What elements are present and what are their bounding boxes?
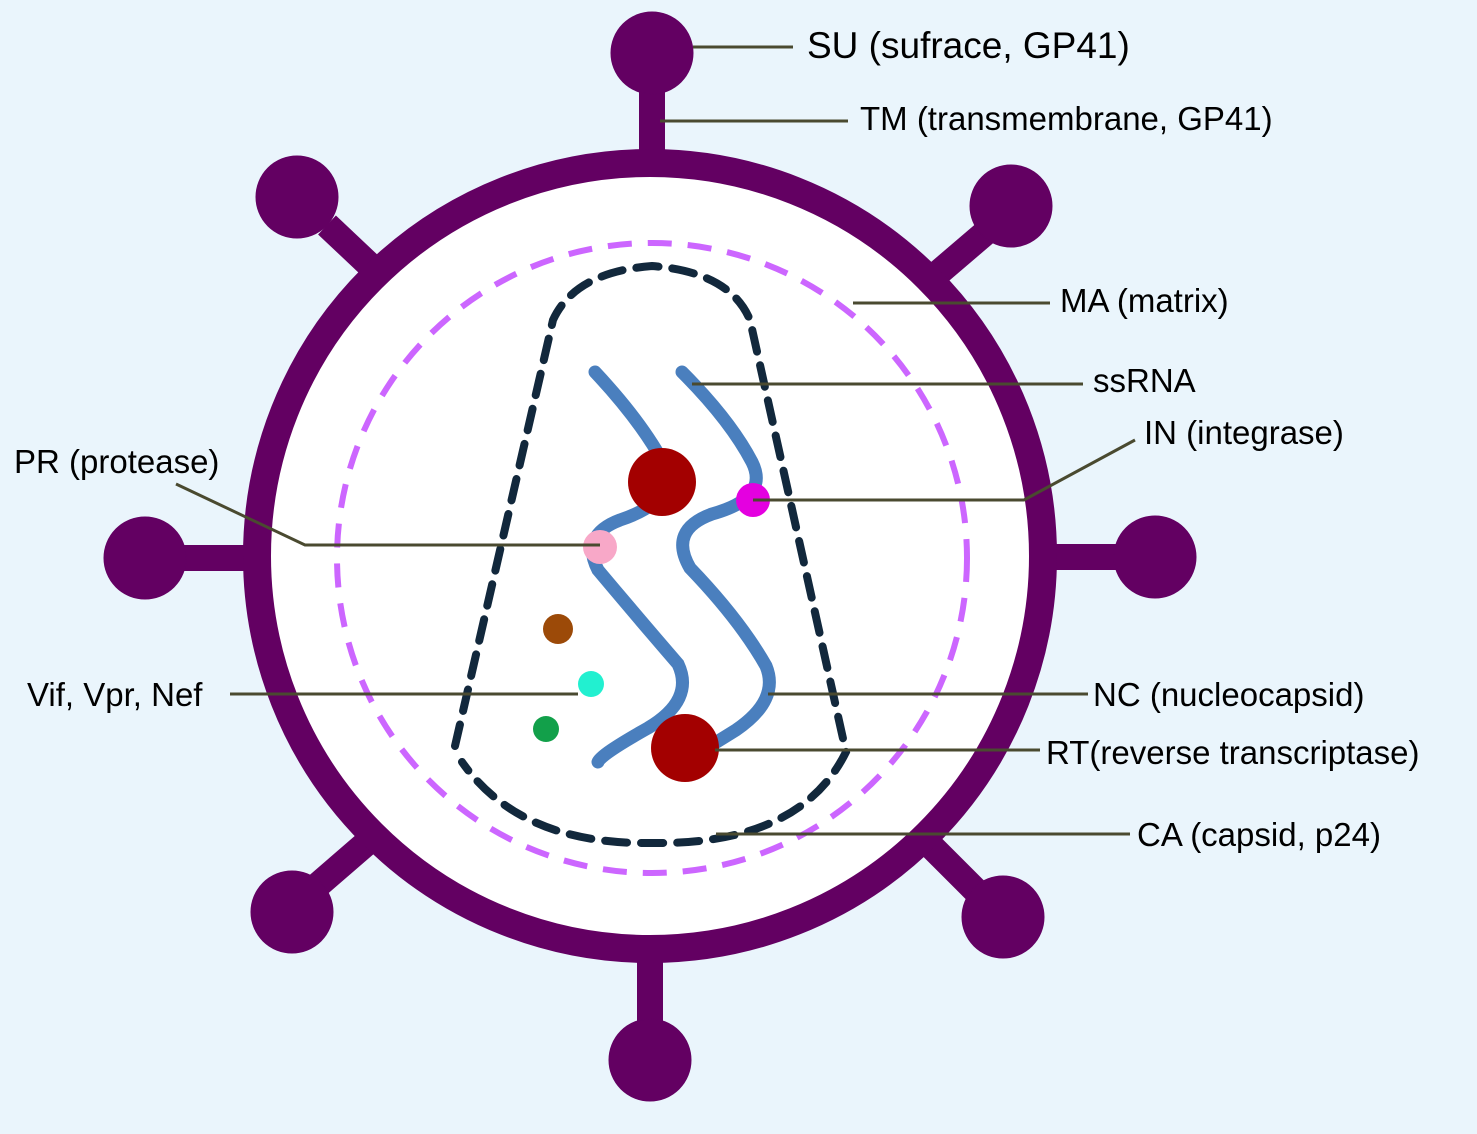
capsid-cone	[451, 261, 851, 848]
su-knob-top	[610, 11, 694, 95]
rt-enzyme-bottom	[651, 714, 719, 782]
su-knob-bottom-left	[250, 870, 334, 954]
label-su: SU (sufrace, GP41)	[807, 25, 1130, 66]
label-in: IN (integrase)	[1144, 414, 1344, 451]
rt-enzyme-top	[628, 448, 696, 516]
spike-stalk-bottom-right	[915, 830, 985, 900]
label-ma: MA (matrix)	[1060, 282, 1229, 319]
spike-stalk-bottom-left	[309, 830, 379, 895]
su-knob-top-right	[969, 164, 1053, 248]
su-knob-left	[103, 516, 187, 600]
label-tm: TM (transmembrane, GP41)	[860, 100, 1273, 137]
su-knob-bottom-right	[961, 875, 1045, 959]
label-ssrna: ssRNA	[1093, 362, 1196, 399]
leader-pr	[175, 482, 600, 547]
label-ca: CA (capsid, p24)	[1137, 816, 1381, 853]
vif-dot	[543, 614, 573, 644]
matrix-layer	[334, 240, 970, 876]
protease-dot	[583, 530, 617, 564]
su-knob-top-left	[255, 155, 339, 239]
label-rt: RT(reverse transcriptase)	[1046, 734, 1420, 771]
viral-envelope	[243, 149, 1057, 963]
su-knob-bottom	[608, 1018, 692, 1102]
nef-dot	[533, 716, 559, 742]
vpr-dot	[578, 671, 604, 697]
label-nc: NC (nucleocapsid)	[1093, 676, 1364, 713]
ssrna-strand-right	[675, 365, 776, 759]
envelope-spikes	[103, 11, 1197, 1102]
label-pr: PR (protease)	[14, 443, 219, 480]
leader-lines	[175, 45, 1136, 836]
leader-in	[753, 438, 1136, 502]
label-vif-vpr-nef: Vif, Vpr, Nef	[27, 676, 203, 713]
su-knob-right	[1113, 515, 1197, 599]
